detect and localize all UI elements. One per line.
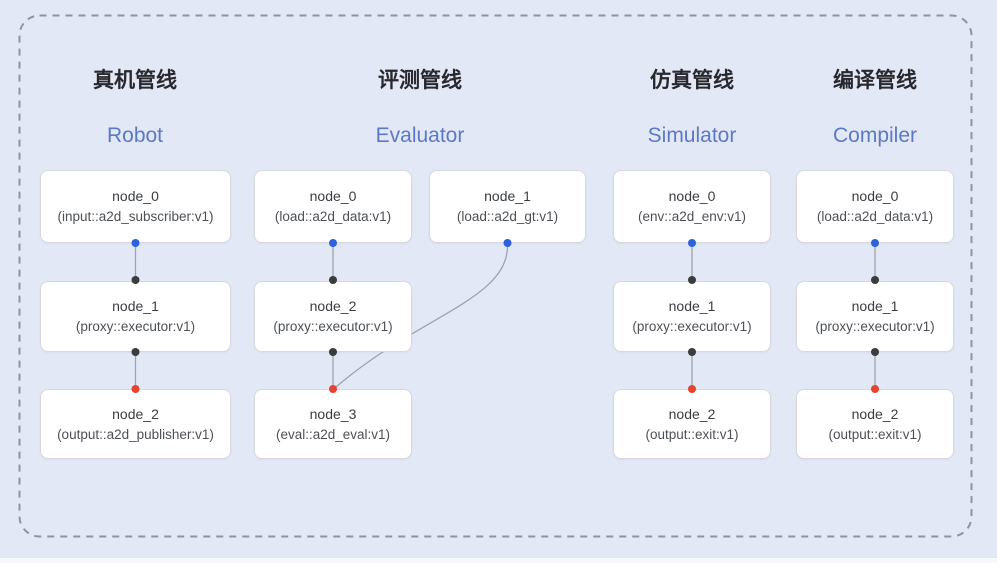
node-name: node_2 [668,405,716,422]
node-name: node_1 [112,298,159,314]
node-type: (input::a2d_subscriber:v1) [57,209,214,224]
node-simulator-2: node_2 (output::exit:v1) [613,389,771,459]
node-name: node_1 [851,298,899,314]
node-name: node_0 [309,188,357,204]
node-robot-2: node_2 (output::a2d_publisher:v1) [40,389,231,459]
node-name: node_1 [668,298,716,314]
node-robot-0: node_0 (input::a2d_subscriber:v1) [40,170,231,243]
node-evaluator-2: node_2 (proxy::executor:v1) [254,281,412,352]
pipeline-title-en-evaluator: Evaluator [375,124,465,147]
pipeline-title-zh-evaluator: 评测管线 [378,69,462,92]
pipeline-title-zh-robot: 真机管线 [93,69,177,92]
node-type: (load::a2d_data:v1) [816,209,934,224]
node-type: (load::a2d_gt:v1) [456,209,559,224]
node-evaluator-0: node_0 (load::a2d_data:v1) [254,170,412,243]
node-name: node_0 [112,188,159,204]
node-name: node_0 [668,188,716,204]
node-simulator-1: node_1 (proxy::executor:v1) [613,281,771,352]
pipeline-title-zh-compiler: 编译管线 [833,69,917,92]
node-simulator-0: node_0 (env::a2d_env:v1) [613,170,771,243]
node-compiler-0: node_0 (load::a2d_data:v1) [796,170,954,243]
node-type: (load::a2d_data:v1) [274,209,392,224]
node-compiler-1: node_1 (proxy::executor:v1) [796,281,954,352]
node-type: (output::exit:v1) [645,426,739,442]
node-name: node_0 [851,188,899,204]
node-type: (output::exit:v1) [828,426,922,442]
pipeline-title-en-compiler: Compiler [832,124,918,147]
pipeline-title-en-simulator: Simulator [647,124,737,147]
node-type: (eval::a2d_eval:v1) [275,426,391,442]
node-compiler-2: node_2 (output::exit:v1) [796,389,954,459]
node-type: (proxy::executor:v1) [815,319,935,334]
node-name: node_2 [851,405,899,422]
node-evaluator-3: node_3 (eval::a2d_eval:v1) [254,389,412,459]
bottom-strip [0,558,997,563]
node-name: node_2 [309,298,357,314]
node-type: (proxy::executor:v1) [632,319,752,334]
node-robot-1: node_1 (proxy::executor:v1) [40,281,231,352]
pipeline-title-zh-simulator: 仿真管线 [650,69,734,92]
node-name: node_1 [484,188,531,204]
node-name: node_2 [112,405,159,422]
node-type: (env::a2d_env:v1) [637,209,747,224]
node-name: node_3 [309,405,357,422]
node-type: (output::a2d_publisher:v1) [57,426,214,442]
node-type: (proxy::executor:v1) [75,319,196,334]
node-type: (proxy::executor:v1) [273,319,393,334]
node-evaluator-1: node_1 (load::a2d_gt:v1) [429,170,586,243]
pipeline-title-en-robot: Robot [106,124,164,147]
